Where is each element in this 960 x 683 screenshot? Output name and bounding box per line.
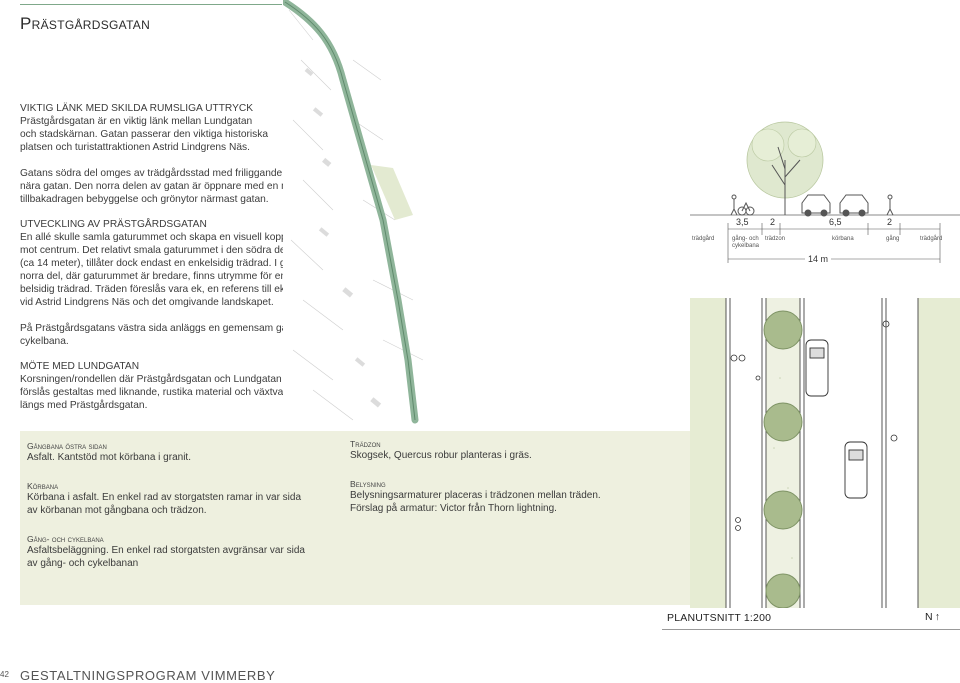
intro-line: Prästgårdsgatan är en viktig länk mellan… — [20, 116, 253, 127]
panel-left-column: Gångbana östra sidan Asfalt. Kantstöd mo… — [27, 441, 347, 570]
dim-2: 2 — [770, 217, 776, 227]
meeting-line: förslås gestaltas med liknande, rustika … — [20, 387, 308, 398]
section-label: trädgård — [692, 236, 715, 242]
intro-line: nära gatan. Den norra delen av gatan är … — [20, 181, 299, 192]
page-number: 42 — [0, 670, 9, 679]
dim-3: 6,5 — [829, 217, 842, 227]
section-label: gång — [886, 236, 900, 242]
section-label: trädzon — [765, 236, 786, 242]
panel-heading: Gång- och cykelbana — [27, 534, 104, 544]
footer-title: GESTALTNINGSPROGRAM VIMMERBY — [20, 668, 276, 683]
north-arrow-icon: ↑ — [934, 611, 941, 623]
plan-view — [690, 298, 960, 608]
car-icon — [805, 339, 868, 499]
tree-canopy-icon — [763, 310, 803, 608]
meeting-line: längs med Prästgårdsgatan. — [20, 400, 148, 411]
development-line: En allé skulle samla gaturummet och skap… — [20, 232, 303, 243]
overview-map — [283, 0, 443, 430]
dim-total: 14 m — [805, 254, 832, 264]
plan-rule — [662, 629, 960, 630]
page-title: Prästgårdsgatan — [20, 14, 151, 33]
north-label: N↑ — [925, 611, 940, 623]
development-section: UTVECKLING AV PRÄSTGÅRDSGATAN En allé sk… — [20, 218, 340, 348]
development-line: cykelbana. — [20, 336, 69, 347]
intro-line: Gatans södra del omges av trädgårdsstad … — [20, 168, 306, 179]
cross-section — [690, 121, 960, 263]
development-line: norra del, där gaturummet är bredare, fi… — [20, 271, 310, 282]
meeting-heading: MÖTE MED LUNDGATAN — [20, 361, 140, 372]
meeting-section: MÖTE MED LUNDGATAN Korsningen/rondellen … — [20, 360, 340, 412]
panel-text: av gång- och cykelbanan — [27, 558, 139, 569]
section-label: gång- och cykelbana — [732, 236, 760, 249]
section-label: trädgård — [920, 236, 943, 242]
top-rule — [20, 4, 282, 5]
development-line: vid Astrid Lindgrens Näs och det omgivan… — [20, 297, 274, 308]
panel-text: Asfalt. Kantstöd mot körbana i granit. — [27, 452, 191, 463]
panel-text: Belysningsarmaturer placeras i trädzonen… — [350, 490, 601, 501]
panel-heading: Trädzon — [350, 439, 381, 449]
development-line: (ca 14 meter), tillåter dock endast en e… — [20, 258, 311, 269]
section-label: körbana — [832, 236, 854, 242]
dim-1: 3,5 — [736, 217, 749, 227]
panel-right-column: Trädzon Skogsek, Quercus robur planteras… — [350, 439, 650, 515]
development-heading: UTVECKLING AV PRÄSTGÅRDSGATAN — [20, 219, 207, 230]
panel-text: Skogsek, Quercus robur planteras i gräs. — [350, 450, 532, 461]
oak-tree-icon — [746, 121, 824, 215]
intro-line: tillbakadragen bebyggelse och grönytor n… — [20, 194, 269, 205]
intro-line: och stadskärnan. Gatan passerar den vikt… — [20, 129, 269, 140]
intro-heading: VIKTIG LÄNK MED SKILDA RUMSLIGA UTTRYCK — [20, 103, 254, 114]
info-panel — [20, 431, 707, 605]
panel-heading: Körbana — [27, 481, 59, 491]
panel-heading: Belysning — [350, 479, 386, 489]
development-line: mot centrum. Det relativt smala gaturumm… — [20, 245, 300, 256]
panel-text: av körbanan mot gångbana och trädzon. — [27, 505, 207, 516]
meeting-line: Korsningen/rondellen där Prästgårdsgatan… — [20, 374, 307, 385]
panel-text: Körbana i asfalt. En enkel rad av storga… — [27, 492, 302, 503]
panel-text: Förslag på armatur: Victor från Thorn li… — [350, 503, 557, 514]
panel-text: Asfaltsbeläggning. En enkel rad storgats… — [27, 545, 305, 556]
intro-section: VIKTIG LÄNK MED SKILDA RUMSLIGA UTTRYCK … — [20, 102, 340, 206]
dim-4: 2 — [887, 217, 893, 227]
plan-scale-label: PLANUTSNITT 1:200 — [667, 612, 772, 624]
panel-heading: Gångbana östra sidan — [27, 441, 107, 451]
north-text: N — [925, 611, 933, 623]
intro-line: platsen och turistattraktionen Astrid Li… — [20, 142, 250, 153]
development-line: belsidig trädrad. Träden föreslås vara e… — [20, 284, 320, 295]
development-line: På Prästgårdsgatans västra sida anläggs … — [20, 323, 322, 334]
